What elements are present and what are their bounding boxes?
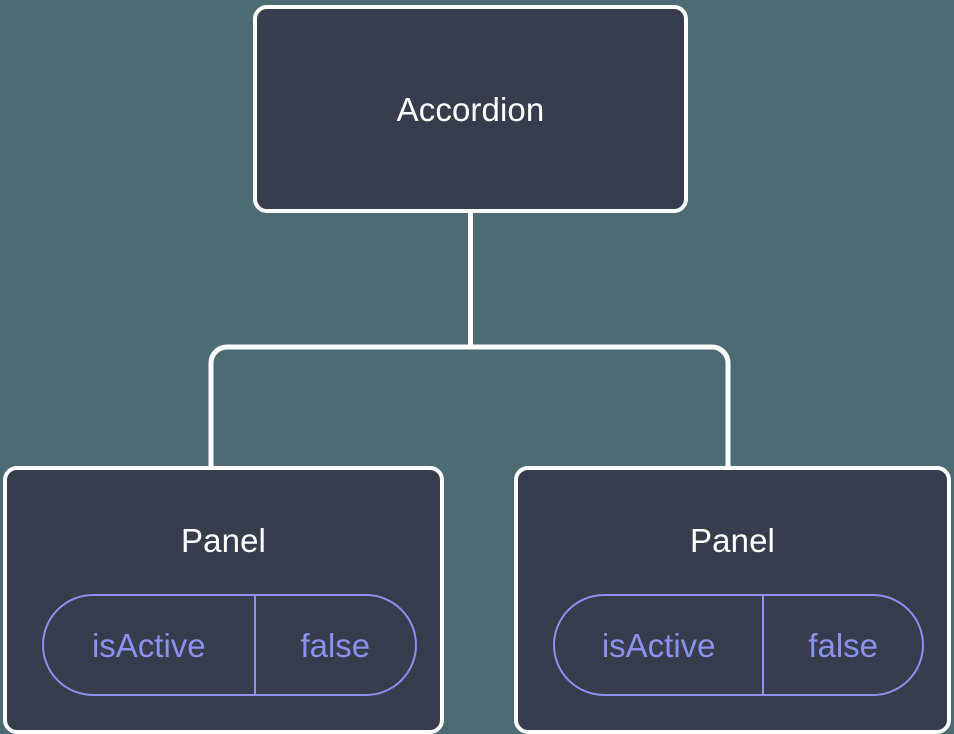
node-panel-1-prop-key: isActive <box>555 596 765 694</box>
node-accordion[interactable]: Accordion <box>253 5 688 213</box>
node-panel-1[interactable]: Panel isActive false <box>514 466 951 734</box>
edge-branch-left <box>208 344 471 468</box>
node-panel-0[interactable]: Panel isActive false <box>3 466 444 734</box>
node-panel-1-label: Panel <box>690 522 775 559</box>
node-panel-1-prop-value: false <box>808 626 879 664</box>
node-accordion-label: Accordion <box>396 90 545 128</box>
node-panel-0-label: Panel <box>181 522 266 559</box>
edge-branch-right <box>470 344 731 468</box>
node-panel-0-prop-isactive[interactable]: isActive false <box>42 594 417 696</box>
node-panel-1-prop-isactive[interactable]: isActive false <box>553 594 924 696</box>
node-panel-0-prop-key: isActive <box>44 596 256 694</box>
node-panel-0-prop-value: false <box>300 626 371 664</box>
